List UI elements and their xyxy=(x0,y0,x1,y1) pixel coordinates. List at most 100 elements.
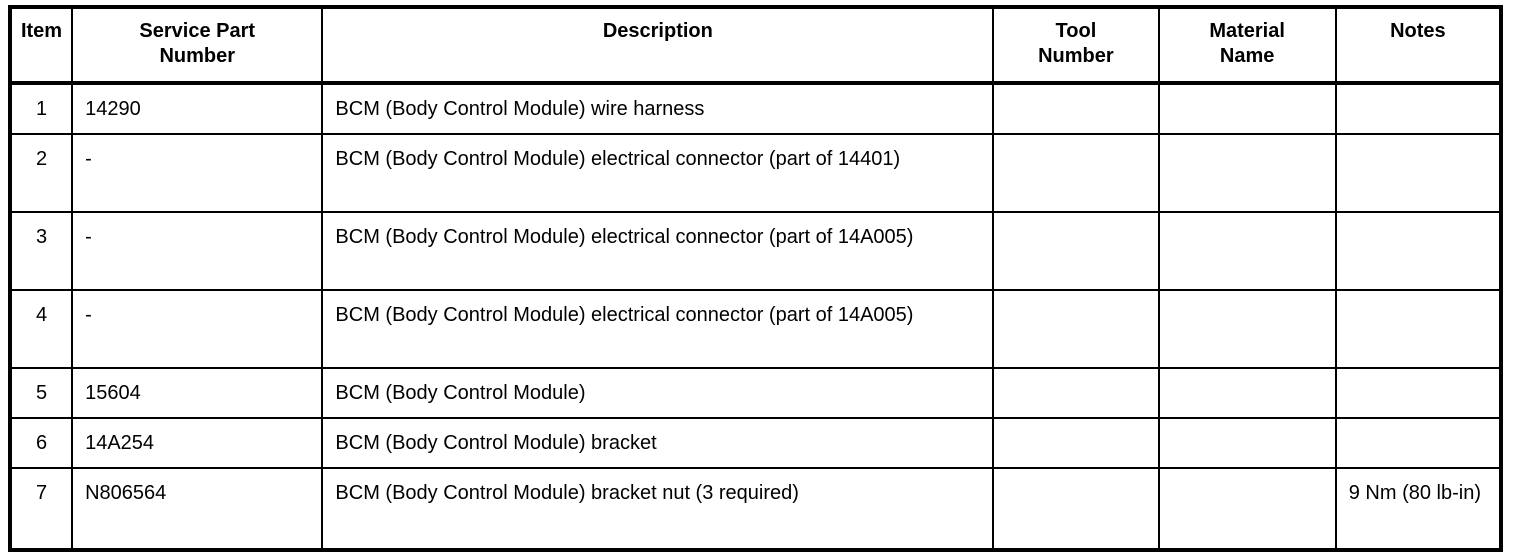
column-header-material-name-line1: Material xyxy=(1209,20,1285,42)
cell-tool-number-text xyxy=(1006,146,1145,147)
cell-tool-number xyxy=(992,133,1160,213)
table-row: 3 - BCM (Body Control Module) electrical… xyxy=(8,211,1503,291)
column-header-service-part-number-line1: Service Part xyxy=(139,20,256,42)
cell-service-part-number-text: - xyxy=(85,148,92,170)
column-header-service-part-number-line2: Number xyxy=(159,45,236,67)
cell-item-text: 5 xyxy=(35,382,48,404)
cell-service-part-number-text: 14A254 xyxy=(85,432,155,454)
cell-material-name xyxy=(1157,367,1337,419)
cell-service-part-number-text: N806564 xyxy=(85,482,167,504)
column-header-item: Item xyxy=(8,7,74,85)
cell-item-text: 7 xyxy=(35,482,48,504)
cell-description: BCM (Body Control Module) wire harness xyxy=(321,82,995,135)
table-row: 6 14A254 BCM (Body Control Module) brack… xyxy=(8,417,1503,469)
cell-tool-number-text xyxy=(1006,224,1145,225)
cell-service-part-number-text: - xyxy=(85,226,92,248)
cell-tool-number-text xyxy=(1006,480,1145,481)
cell-tool-number xyxy=(992,367,1160,419)
cell-description: BCM (Body Control Module) electrical con… xyxy=(321,133,995,213)
column-header-description: Description xyxy=(321,7,995,85)
table-header: Item Service Part Number Description Too… xyxy=(8,7,1503,85)
cell-service-part-number: N806564 xyxy=(71,467,324,551)
cell-item: 4 xyxy=(8,289,74,369)
cell-item-text: 3 xyxy=(35,226,48,248)
cell-service-part-number: 14290 xyxy=(71,82,324,135)
cell-material-name xyxy=(1157,467,1337,551)
cell-material-name xyxy=(1157,289,1337,369)
cell-service-part-number-text: 14290 xyxy=(85,98,141,120)
cell-notes xyxy=(1334,133,1503,213)
cell-description-text: BCM (Body Control Module) electrical con… xyxy=(335,226,914,248)
column-header-material-name-line2: Name xyxy=(1219,45,1275,67)
cell-tool-number xyxy=(992,82,1160,135)
cell-item: 3 xyxy=(8,211,74,291)
cell-material-name xyxy=(1157,133,1337,213)
cell-material-name-text xyxy=(1172,146,1323,147)
cell-service-part-number: - xyxy=(71,289,324,369)
cell-notes xyxy=(1334,289,1503,369)
column-header-service-part-number: Service Part Number xyxy=(71,7,324,85)
table-row: 5 15604 BCM (Body Control Module) xyxy=(8,367,1503,419)
cell-service-part-number: 14A254 xyxy=(71,417,324,469)
column-header-tool-number-line2: Number xyxy=(1038,45,1114,67)
cell-service-part-number-text: - xyxy=(85,304,92,326)
cell-notes xyxy=(1334,367,1503,419)
cell-material-name-text xyxy=(1172,430,1323,431)
cell-description: BCM (Body Control Module) bracket nut (3… xyxy=(321,467,995,551)
cell-material-name-text xyxy=(1172,480,1323,481)
cell-material-name xyxy=(1157,417,1337,469)
column-header-description-label: Description xyxy=(602,20,713,42)
cell-material-name-text xyxy=(1172,380,1323,381)
cell-tool-number xyxy=(992,417,1160,469)
cell-service-part-number: - xyxy=(71,211,324,291)
table-row: 4 - BCM (Body Control Module) electrical… xyxy=(8,289,1503,369)
cell-description-text: BCM (Body Control Module) electrical con… xyxy=(335,304,914,326)
cell-item-text: 4 xyxy=(35,304,48,326)
cell-description: BCM (Body Control Module) xyxy=(321,367,995,419)
cell-service-part-number-text: 15604 xyxy=(85,382,141,404)
table-row: 1 14290 BCM (Body Control Module) wire h… xyxy=(8,82,1503,135)
cell-tool-number-text xyxy=(1006,302,1145,303)
cell-notes-text xyxy=(1349,146,1487,147)
cell-item: 2 xyxy=(8,133,74,213)
cell-item: 1 xyxy=(8,82,74,135)
cell-item-text: 1 xyxy=(35,98,48,120)
column-header-notes-label: Notes xyxy=(1390,20,1446,42)
cell-notes-text xyxy=(1349,224,1487,225)
column-header-tool-number-line1: Tool xyxy=(1055,20,1097,42)
cell-item: 7 xyxy=(8,467,74,551)
cell-service-part-number: - xyxy=(71,133,324,213)
cell-description-text: BCM (Body Control Module) bracket nut (3… xyxy=(335,482,799,504)
cell-notes-text xyxy=(1349,96,1487,97)
cell-tool-number-text xyxy=(1006,430,1145,431)
column-header-tool-number: Tool Number xyxy=(992,7,1160,85)
cell-notes xyxy=(1334,211,1503,291)
cell-item-text: 2 xyxy=(35,148,48,170)
cell-tool-number-text xyxy=(1006,380,1145,381)
cell-tool-number xyxy=(992,211,1160,291)
parts-table-container: Item Service Part Number Description Too… xyxy=(8,5,1503,552)
cell-description-text: BCM (Body Control Module) bracket xyxy=(335,432,657,454)
table-row: 7 N806564 BCM (Body Control Module) brac… xyxy=(8,467,1503,551)
cell-notes-text xyxy=(1349,380,1487,381)
cell-description-text: BCM (Body Control Module) wire harness xyxy=(335,98,705,120)
cell-notes-text xyxy=(1349,430,1487,431)
cell-item-text: 6 xyxy=(35,432,48,454)
column-header-item-label: Item xyxy=(20,20,63,42)
column-header-notes: Notes xyxy=(1334,7,1503,85)
cell-service-part-number: 15604 xyxy=(71,367,324,419)
header-row: Item Service Part Number Description Too… xyxy=(8,7,1503,85)
cell-notes-text: 9 Nm (80 lb-in) xyxy=(1348,482,1482,504)
table-body: 1 14290 BCM (Body Control Module) wire h… xyxy=(8,82,1503,551)
cell-description: BCM (Body Control Module) electrical con… xyxy=(321,211,995,291)
cell-material-name xyxy=(1157,211,1337,291)
cell-description-text: BCM (Body Control Module) electrical con… xyxy=(335,148,901,170)
cell-description: BCM (Body Control Module) electrical con… xyxy=(321,289,995,369)
cell-material-name-text xyxy=(1172,302,1323,303)
cell-tool-number-text xyxy=(1006,96,1145,97)
cell-material-name-text xyxy=(1172,224,1323,225)
cell-material-name-text xyxy=(1172,96,1323,97)
cell-tool-number xyxy=(992,289,1160,369)
column-header-material-name: Material Name xyxy=(1157,7,1337,85)
cell-material-name xyxy=(1157,82,1337,135)
